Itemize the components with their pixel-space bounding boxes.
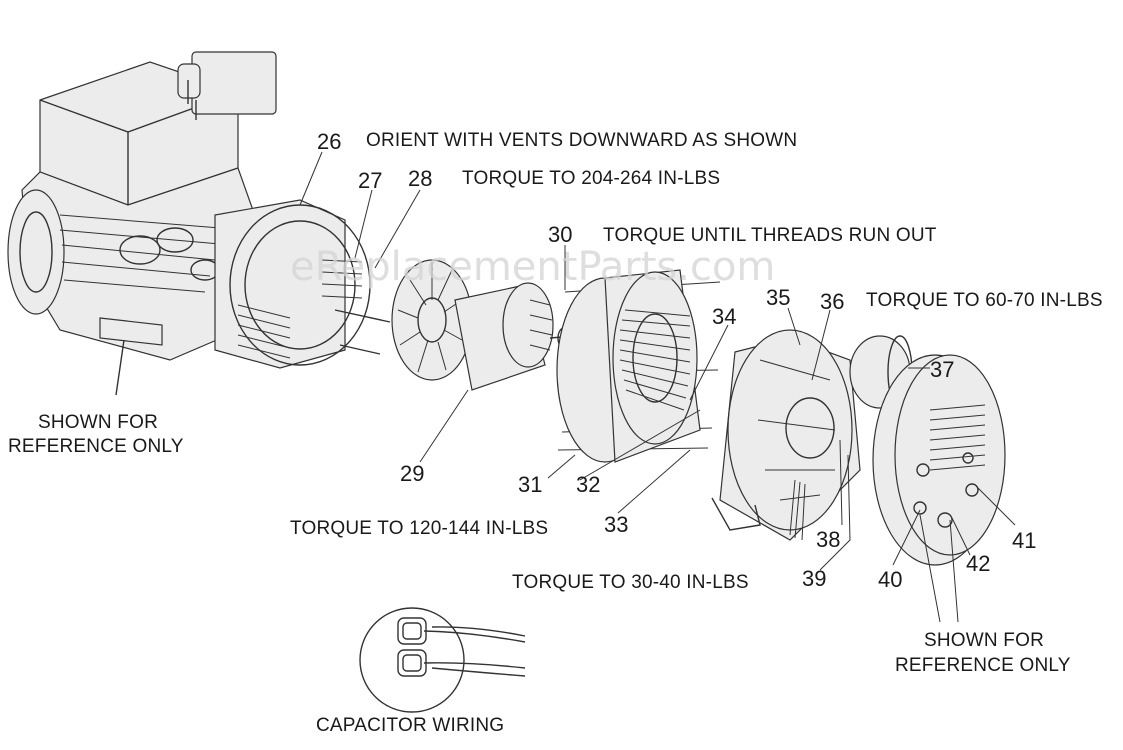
note-torque-120-144: TORQUE TO 120-144 IN-LBS bbox=[290, 518, 548, 539]
watermark-text: eReplacementParts.com bbox=[290, 244, 775, 290]
part-number-41: 41 bbox=[1012, 528, 1036, 553]
part-number-35: 35 bbox=[766, 285, 790, 310]
part-number-33: 33 bbox=[604, 512, 628, 537]
part-number-32: 32 bbox=[576, 472, 600, 497]
part-number-29: 29 bbox=[400, 461, 424, 486]
note-shown-ref-right-line1: SHOWN FOR bbox=[924, 630, 1044, 651]
part-number-31: 31 bbox=[518, 472, 542, 497]
part-number-37: 37 bbox=[930, 357, 954, 382]
part-number-27: 27 bbox=[358, 168, 382, 193]
note-torque-threads: TORQUE UNTIL THREADS RUN OUT bbox=[603, 225, 937, 246]
part-number-36: 36 bbox=[820, 289, 844, 314]
capacitor-wiring-inset bbox=[359, 607, 526, 713]
note-shown-ref-left-line2: REFERENCE ONLY bbox=[8, 436, 184, 457]
stator-drawing bbox=[556, 269, 721, 463]
part-number-42: 42 bbox=[966, 551, 990, 576]
part-number-34: 34 bbox=[712, 304, 736, 329]
note-shown-ref-left-line1: SHOWN FOR bbox=[38, 412, 158, 433]
part-number-40: 40 bbox=[878, 567, 902, 592]
note-capacitor-wiring: CAPACITOR WIRING bbox=[316, 715, 504, 736]
engine-reference-drawing bbox=[7, 51, 391, 396]
note-torque-60-70: TORQUE TO 60-70 IN-LBS bbox=[866, 290, 1103, 311]
part-number-26: 26 bbox=[317, 129, 341, 154]
part-number-39: 39 bbox=[802, 566, 826, 591]
note-torque-30-40: TORQUE TO 30-40 IN-LBS bbox=[512, 572, 749, 593]
note-orient-vents: ORIENT WITH VENTS DOWNWARD AS SHOWN bbox=[366, 130, 797, 151]
note-torque-204-264: TORQUE TO 204-264 IN-LBS bbox=[462, 168, 720, 189]
leader-lines bbox=[299, 151, 1016, 623]
part-number-28: 28 bbox=[408, 166, 432, 191]
note-shown-ref-right-line2: REFERENCE ONLY bbox=[895, 655, 1071, 676]
part-number-30: 30 bbox=[548, 222, 572, 247]
end-bell-and-cover-drawing bbox=[711, 329, 1006, 566]
part-number-38: 38 bbox=[816, 527, 840, 552]
